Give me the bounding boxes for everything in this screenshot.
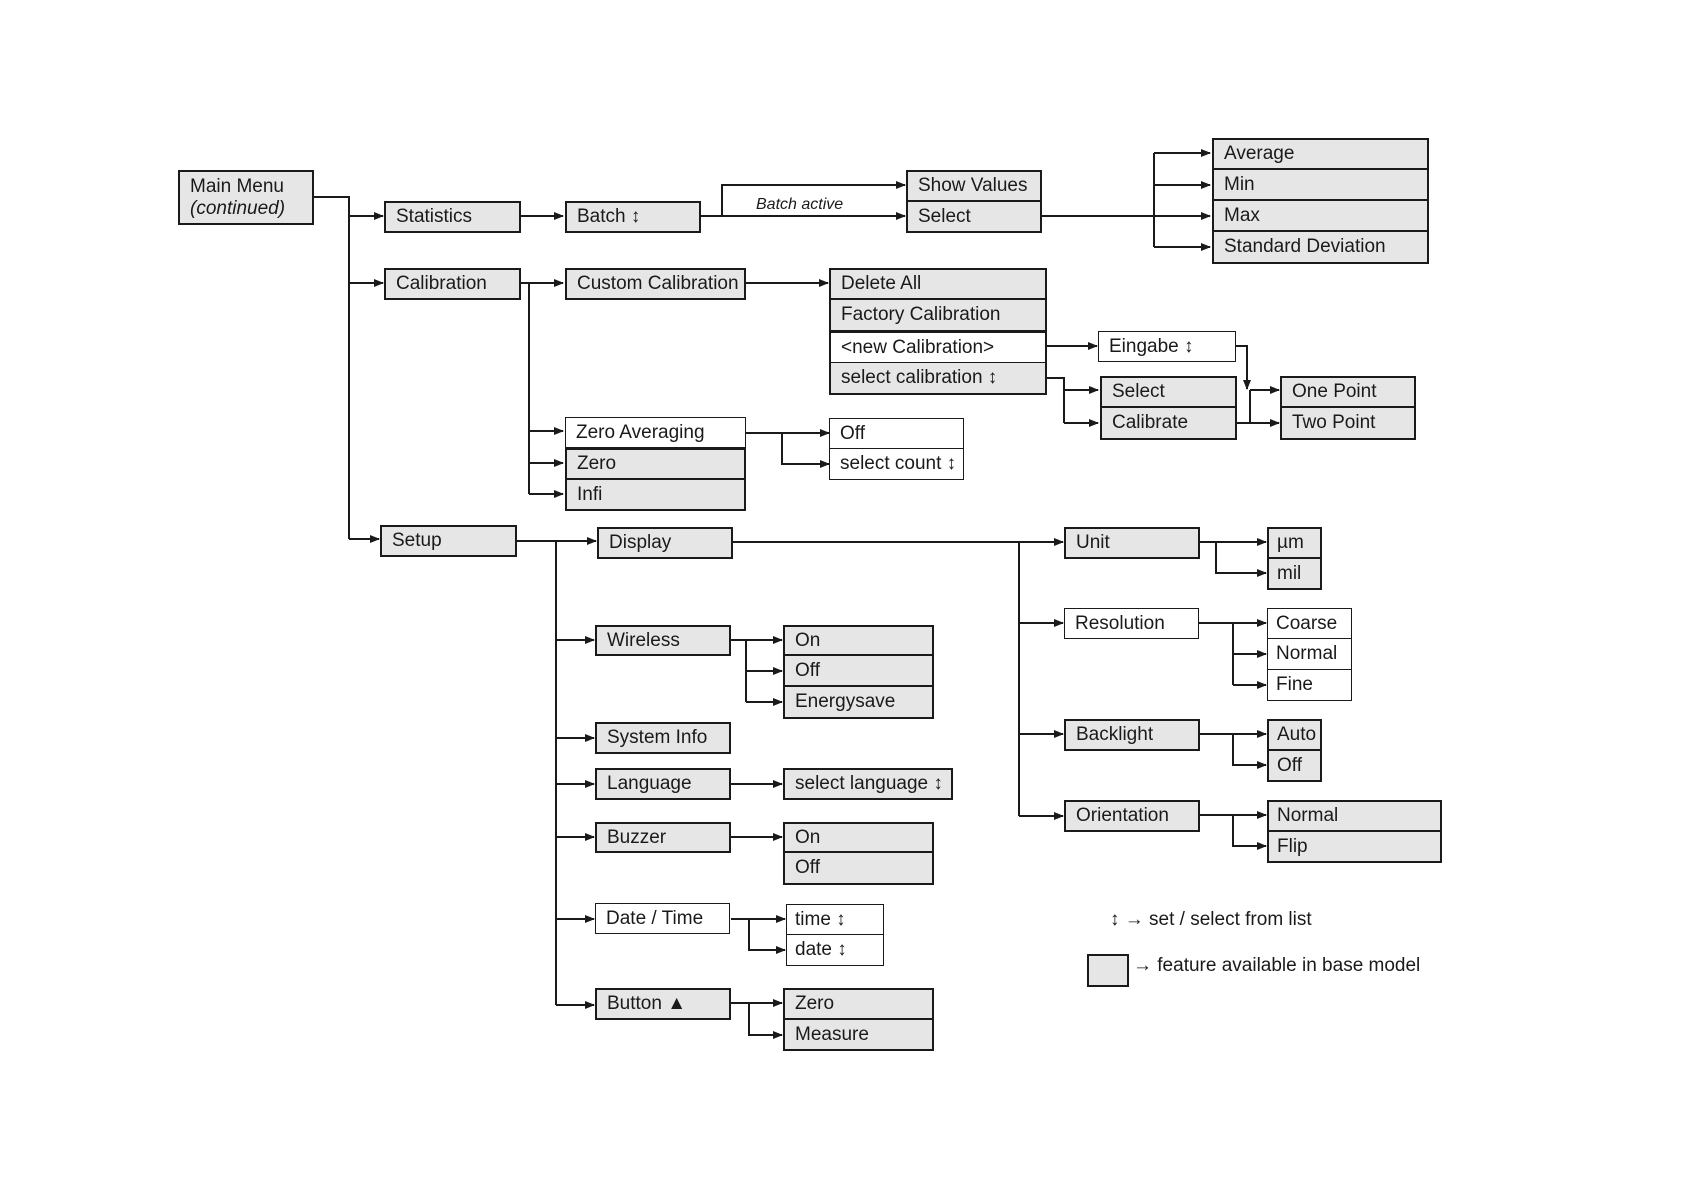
button-zero-item[interactable]: Zero <box>783 988 934 1020</box>
select-count-item[interactable]: select count ↕ <box>829 449 964 480</box>
resolution-item[interactable]: Resolution <box>1064 608 1199 639</box>
wireless-item[interactable]: Wireless <box>595 625 731 656</box>
zero-item[interactable]: Zero <box>565 448 746 480</box>
legend-swatch <box>1087 954 1129 987</box>
energysave-item[interactable]: Energysave <box>783 687 934 719</box>
main-menu-box[interactable]: Main Menu (continued) <box>178 170 314 225</box>
eingabe-item[interactable]: Eingabe ↕ <box>1098 331 1236 362</box>
mil-item[interactable]: mil <box>1267 559 1322 590</box>
date-time-item[interactable]: Date / Time <box>595 903 730 934</box>
batch-item[interactable]: Batch ↕ <box>565 201 701 233</box>
system-info-item[interactable]: System Info <box>595 722 731 754</box>
backlight-item[interactable]: Backlight <box>1064 719 1200 751</box>
standard-deviation-item[interactable]: Standard Deviation <box>1212 232 1429 264</box>
calibration-select-item[interactable]: Select <box>1100 376 1237 408</box>
buzzer-off-item[interactable]: Off <box>783 853 934 885</box>
statistics-item[interactable]: Statistics <box>384 201 521 233</box>
select-calibration-item[interactable]: select calibration ↕ <box>829 363 1047 395</box>
flip-item[interactable]: Flip <box>1267 832 1442 863</box>
average-item[interactable]: Average <box>1212 138 1429 170</box>
unit-item[interactable]: Unit <box>1064 527 1200 559</box>
time-item[interactable]: time ↕ <box>786 904 884 935</box>
display-item[interactable]: Display <box>597 527 733 559</box>
zero-off-item[interactable]: Off <box>829 418 964 449</box>
language-item[interactable]: Language <box>595 768 731 800</box>
fine-item[interactable]: Fine <box>1267 670 1352 701</box>
custom-calibration-item[interactable]: Custom Calibration <box>565 268 746 300</box>
min-item[interactable]: Min <box>1212 170 1429 201</box>
buzzer-item[interactable]: Buzzer <box>595 822 731 853</box>
max-item[interactable]: Max <box>1212 201 1429 232</box>
button-item[interactable]: Button ▲ <box>595 988 731 1020</box>
show-values-item[interactable]: Show Values <box>906 170 1042 202</box>
delete-all-item[interactable]: Delete All <box>829 268 1047 300</box>
zero-averaging-item[interactable]: Zero Averaging <box>565 417 746 448</box>
select-language-item[interactable]: select language ↕ <box>783 768 953 800</box>
buzzer-on-item[interactable]: On <box>783 822 934 853</box>
statistics-select-item[interactable]: Select <box>906 202 1042 233</box>
legend-arrow-text: ↕ → set / select from list <box>1110 909 1312 930</box>
infi-item[interactable]: Infi <box>565 480 746 511</box>
new-calibration-item[interactable]: <new Calibration> <box>829 332 1047 363</box>
wireless-off-item[interactable]: Off <box>783 656 934 687</box>
batch-active-note: Batch active <box>756 196 844 213</box>
calibrate-item[interactable]: Calibrate <box>1100 408 1237 440</box>
legend-box-text: → feature available in base model <box>1133 955 1421 976</box>
orientation-normal-item[interactable]: Normal <box>1267 800 1442 832</box>
backlight-off-item[interactable]: Off <box>1267 751 1322 782</box>
auto-item[interactable]: Auto <box>1267 719 1322 751</box>
date-item[interactable]: date ↕ <box>786 935 884 966</box>
factory-calibration-item[interactable]: Factory Calibration <box>829 300 1047 332</box>
resolution-normal-item[interactable]: Normal <box>1267 639 1352 670</box>
calibration-item[interactable]: Calibration <box>384 268 521 300</box>
setup-item[interactable]: Setup <box>380 525 517 557</box>
um-item[interactable]: µm <box>1267 527 1322 559</box>
orientation-item[interactable]: Orientation <box>1064 800 1200 832</box>
coarse-item[interactable]: Coarse <box>1267 608 1352 639</box>
two-point-item[interactable]: Two Point <box>1280 408 1416 440</box>
measure-item[interactable]: Measure <box>783 1020 934 1051</box>
main-menu-title: Main Menu <box>190 175 284 197</box>
main-menu-subtitle: (continued) <box>190 197 286 219</box>
one-point-item[interactable]: One Point <box>1280 376 1416 408</box>
wireless-on-item[interactable]: On <box>783 625 934 656</box>
